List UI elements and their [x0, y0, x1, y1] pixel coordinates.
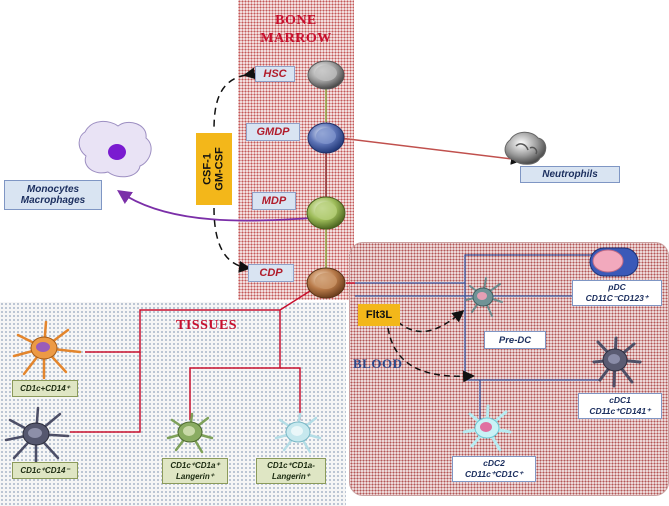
flt3l-factor-box: Flt3L — [358, 304, 400, 326]
tissues-title: TISSUES — [176, 318, 238, 333]
cdp-label: CDP — [248, 264, 294, 282]
gmdp-neutrophil-arrow — [339, 137, 523, 165]
bone-marrow-title: BONE MARROW — [260, 13, 332, 46]
pre-dc-label: Pre-DC — [484, 331, 546, 349]
csf-factor-label: CSF-1 GM-CSF — [202, 147, 227, 191]
neutrophils-label: Neutrophils — [520, 166, 620, 183]
mdp-cell — [306, 196, 346, 230]
cd1a-langerin-neg-label: CD1c⁺CD1a- Langerin⁺ — [256, 458, 326, 484]
cd1c-cd14neg-label: CD1c⁺CD14⁻ — [12, 462, 78, 479]
tissue-link-cd14pos — [85, 290, 311, 353]
pdc-cell — [589, 247, 639, 277]
cdc2-label: cDC2 CD11c⁺CD1C⁺ — [452, 456, 536, 482]
tissue-link-langerin-pos — [189, 310, 281, 420]
cd1a-langerin-pos-label: CD1c⁺CD1a⁺ Langerin⁺ — [162, 458, 228, 484]
mdp-label: MDP — [252, 192, 296, 210]
cdp-cell — [306, 267, 346, 299]
tissue-link-cd14neg — [70, 352, 141, 433]
blood-title: BLOOD — [353, 356, 403, 371]
cdc1-cell — [592, 336, 642, 388]
tissue-dc-cd14neg-cell — [4, 406, 70, 464]
blood-link-pdc — [355, 254, 600, 284]
hsc-label: HSC — [255, 66, 295, 82]
cd1c-cd14pos-label: CD1c+CD14⁺ — [12, 380, 78, 397]
gmdp-label: GMDP — [246, 123, 300, 141]
csf-upper-arrow — [213, 67, 256, 131]
tissue-dc-cd14pos-cell — [12, 320, 82, 380]
flt3l-cdc-arrow — [387, 327, 475, 383]
tissue-dc-cd1a-neg-cell — [274, 412, 322, 454]
tissue-link-langerin-neg — [280, 367, 301, 420]
mdp-monocyte-arrow — [117, 189, 313, 222]
monocyte-cell — [78, 121, 152, 178]
tissue-dc-cd1a-pos-cell — [166, 412, 214, 454]
flt3l-predc-arrow — [397, 310, 465, 333]
hsc-cell — [307, 60, 345, 90]
pre-dc-cell — [465, 277, 503, 317]
gmdp-cell — [307, 122, 345, 154]
cdc1-label: cDC1 CD11c⁺CD141⁺ — [578, 393, 662, 419]
csf-lower-arrow — [213, 207, 251, 273]
csf-factor-box: CSF-1 GM-CSF — [196, 133, 232, 205]
pdc-label: pDC CD11C⁻CD123⁺ — [572, 280, 662, 306]
cdc2-cell — [462, 404, 512, 452]
monocytes-label: Monocytes Macrophages — [4, 180, 102, 210]
neutrophil-cell — [504, 131, 547, 165]
flt3l-factor-label: Flt3L — [365, 309, 393, 321]
